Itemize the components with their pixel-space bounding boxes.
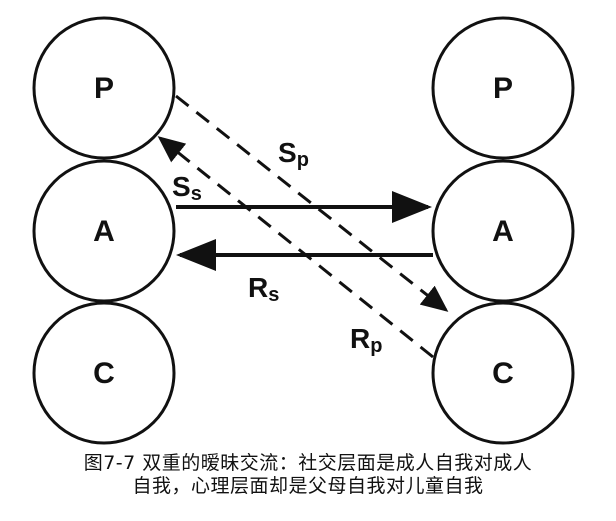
left-child-circle <box>32 301 176 445</box>
social-response-label-sub: s <box>268 284 279 306</box>
social-stimulus-label-sub: s <box>191 183 202 205</box>
right-adult-label: A <box>492 215 514 248</box>
right-child-circle <box>431 301 575 445</box>
left-ego-states: P A C <box>32 16 176 445</box>
psych-response-label: Rp <box>350 323 382 357</box>
right-child-label: C <box>492 357 514 390</box>
psych-response-label-main: R <box>350 323 370 354</box>
psych-stimulus-arrow <box>175 94 449 312</box>
right-adult-circle <box>431 159 575 303</box>
psych-stimulus-label-main: S <box>278 137 297 168</box>
right-ego-states: P A C <box>431 16 575 445</box>
left-adult-label: A <box>93 215 115 248</box>
social-response-label: Rs <box>248 272 279 306</box>
social-stimulus-label: Ss <box>172 171 202 205</box>
left-adult-circle <box>32 159 176 303</box>
psych-stimulus-label-sub: p <box>297 149 309 171</box>
right-parent-circle <box>431 16 575 160</box>
psych-response-label-sub: p <box>370 335 382 357</box>
left-parent-label: P <box>94 72 114 105</box>
figure-caption: 图7-7 双重的暧昧交流：社交层面是成人自我对成人 自我，心理层面却是父母自我对… <box>0 452 616 498</box>
caption-line-1: 图7-7 双重的暧昧交流：社交层面是成人自我对成人 <box>83 452 533 474</box>
right-parent-label: P <box>493 72 513 105</box>
social-response-label-main: R <box>248 272 268 303</box>
left-child-label: C <box>93 357 115 390</box>
psych-stimulus-label: Sp <box>278 137 309 171</box>
psych-response-arrow <box>157 136 434 359</box>
transaction-diagram: P A C P A C Sp Ss Rs Rp <box>32 16 575 445</box>
caption-line-2: 自我，心理层面却是父母自我对儿童自我 <box>132 475 484 497</box>
social-stimulus-label-main: S <box>172 171 191 202</box>
left-parent-circle <box>32 16 176 160</box>
